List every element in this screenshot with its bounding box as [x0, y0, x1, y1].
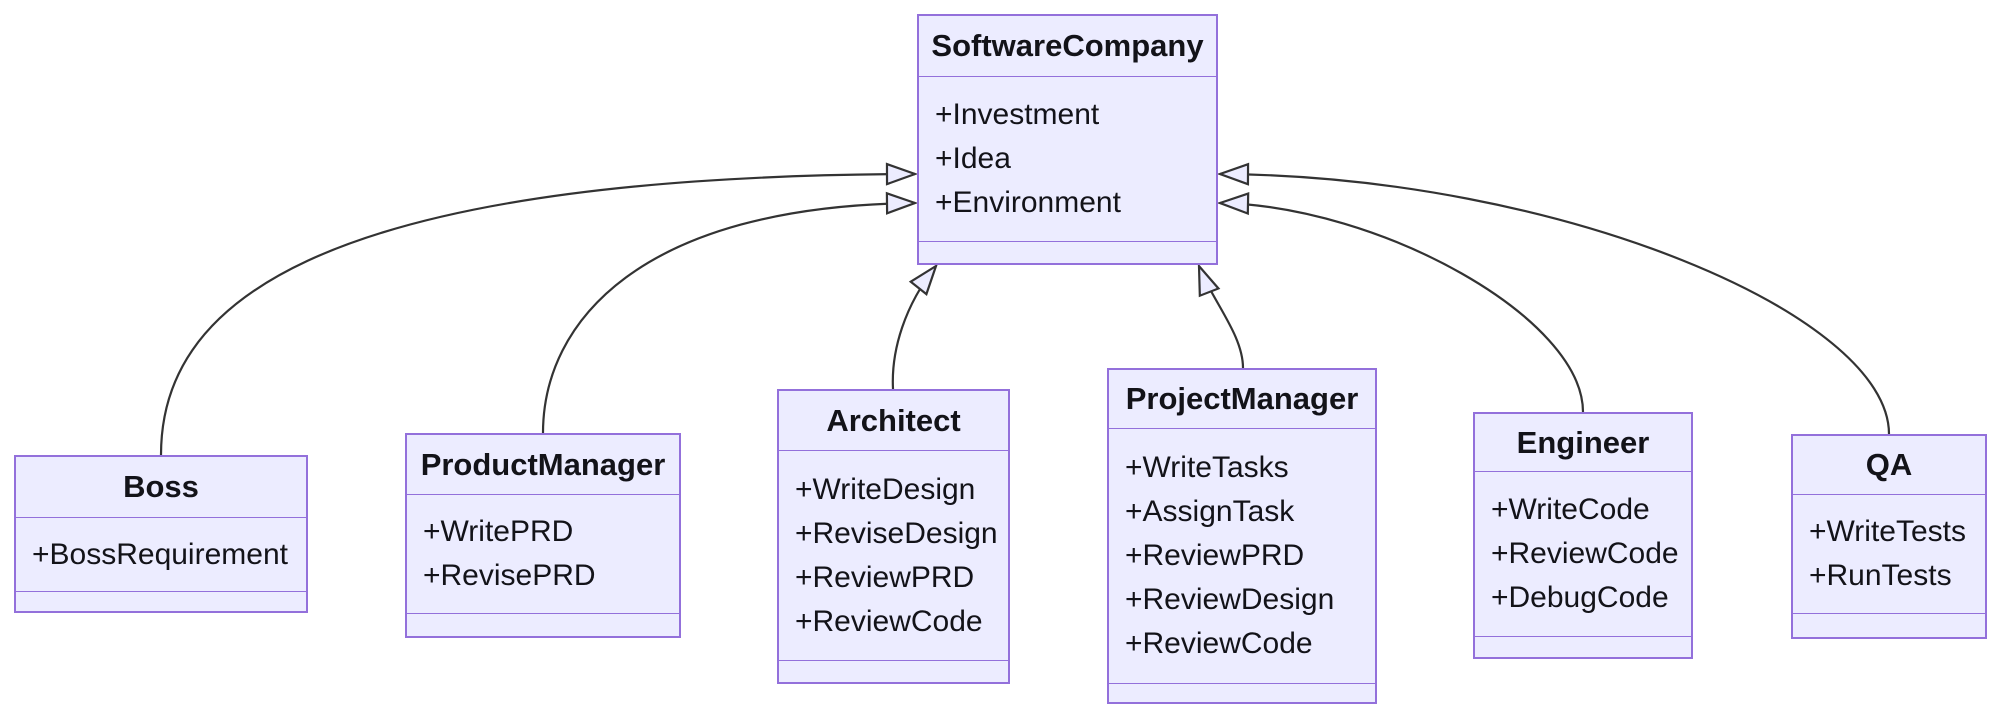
class-methods-empty [1109, 683, 1375, 702]
class-title: Engineer [1475, 414, 1691, 472]
class-attribute: +Investment [935, 98, 1100, 131]
class-title: ProductManager [407, 435, 679, 495]
class-box-projectmanager: ProjectManager +WriteTasks +AssignTask +Rev… [1107, 368, 1377, 704]
class-title: QA [1793, 436, 1985, 495]
class-attribute: +ReviewDesign [1125, 583, 1335, 616]
class-attribute: +ReviseDesign [795, 516, 998, 550]
class-box-engineer: Engineer +WriteCode +ReviewCode +DebugCode [1473, 412, 1693, 659]
class-attributes: +WriteDesign +ReviseDesign +ReviewPRD +Revi… [779, 451, 1008, 660]
class-box-productmanager: ProductManager +WritePRD +RevisePRD [405, 433, 681, 638]
class-attribute: +ReviewPRD [795, 560, 975, 594]
class-attribute: +ReviewPRD [1125, 539, 1305, 572]
class-methods-empty [919, 241, 1216, 263]
class-attribute: +WriteTasks [1125, 451, 1289, 484]
class-attribute: +RunTests [1809, 559, 1952, 592]
class-box-architect: Architect +WriteDesign +ReviseDesign +Revie… [777, 389, 1010, 684]
class-attributes: +WritePRD +RevisePRD [407, 495, 679, 613]
class-attributes: +WriteTasks +AssignTask +ReviewPRD +ReviewD… [1109, 429, 1375, 683]
class-title: Architect [779, 391, 1008, 451]
class-attributes: +BossRequirement [16, 518, 306, 591]
class-attribute: +Environment [935, 186, 1121, 219]
class-attribute: +ReviewCode [1491, 537, 1679, 570]
class-attribute: +AssignTask [1125, 495, 1295, 528]
class-methods-empty [16, 591, 306, 611]
class-attributes: +WriteTests +RunTests [1793, 495, 1985, 613]
class-attribute: +WriteDesign [795, 472, 976, 506]
class-attribute: +RevisePRD [423, 559, 596, 592]
class-box-softwarecompany: SoftwareCompany +Investment +Idea +Environm… [917, 14, 1218, 265]
class-attributes: +Investment +Idea +Environment [919, 77, 1216, 241]
class-attribute: +WriteTests [1809, 515, 1966, 548]
class-methods-empty [407, 613, 679, 636]
class-methods-empty [779, 660, 1008, 682]
class-attribute: +WritePRD [423, 515, 574, 548]
class-attribute: +ReviewCode [1125, 627, 1313, 660]
class-attribute: +Idea [935, 142, 1011, 175]
class-title: SoftwareCompany [919, 16, 1216, 77]
class-box-boss: Boss +BossRequirement [14, 455, 308, 613]
edge-architect-to-softwarecompany [891, 263, 939, 390]
class-methods-empty [1793, 613, 1985, 637]
class-attribute: +ReviewCode [795, 604, 983, 638]
edge-projectmanager-to-softwarecompany [1197, 262, 1245, 369]
class-attribute: +WriteCode [1491, 493, 1650, 526]
class-attributes: +WriteCode +ReviewCode +DebugCode [1475, 472, 1691, 636]
class-attribute: +DebugCode [1491, 581, 1669, 614]
class-methods-empty [1475, 636, 1691, 657]
class-title: ProjectManager [1109, 370, 1375, 429]
class-title: Boss [16, 457, 306, 518]
class-attribute: +BossRequirement [32, 537, 288, 571]
class-box-qa: QA +WriteTests +RunTests [1791, 434, 1987, 639]
